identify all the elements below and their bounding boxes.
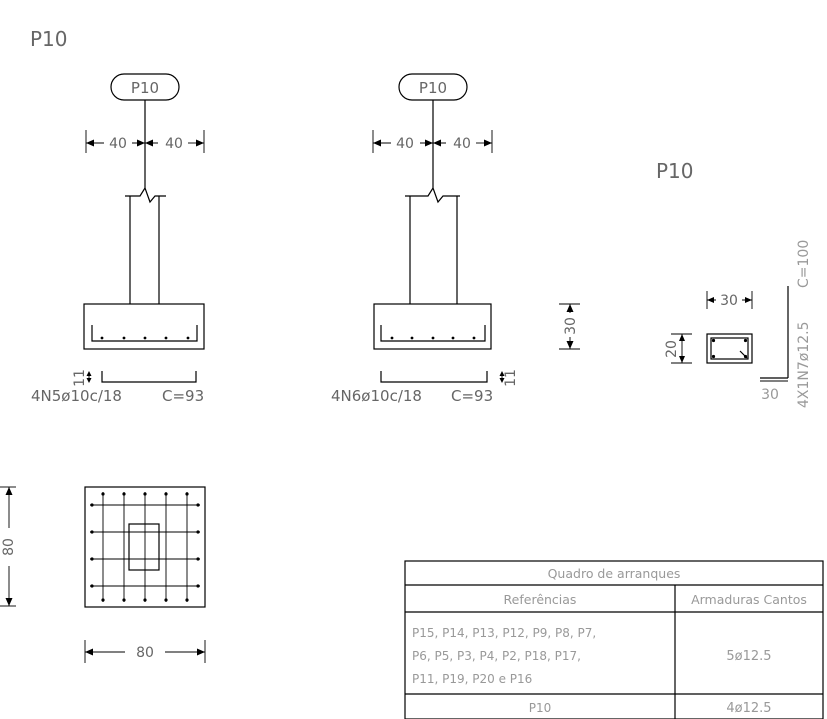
cover-dimension: 11	[72, 369, 92, 387]
starter-bars-table: Quadro de arranques Referências Armadura…	[404, 560, 824, 719]
elevation-middle: P10 40 40 11	[331, 73, 519, 405]
row-1-bars: 5ø12.5	[726, 649, 771, 664]
row-1-refs-line-2: P6, P5, P3, P4, P2, P18, P17,	[412, 649, 581, 663]
rebar-label: 4N5ø10c/18	[31, 387, 122, 405]
dim-right: 40	[453, 136, 471, 152]
width-dimension: 40 40	[85, 130, 205, 153]
section-right: P10 30 20 30 4X1N7ø12.5 C=100	[656, 159, 812, 408]
cover-dimension: 11	[499, 369, 519, 387]
header-corner-bars: Armaduras Cantos	[691, 592, 807, 607]
section-height: 20	[664, 340, 680, 358]
footing-height-dimension: 30	[559, 303, 580, 350]
row-1-refs-line-3: P11, P19, P20 e P16	[412, 672, 532, 686]
rebar-label: 4N6ø10c/18	[331, 387, 422, 405]
column-tag: P10	[131, 79, 159, 97]
header-references: Referências	[504, 592, 577, 607]
rebar-length: C=93	[162, 387, 204, 405]
section-width: 30	[720, 293, 738, 309]
bar-horizontal-length: 30	[761, 387, 779, 403]
column-tag: P10	[419, 79, 447, 97]
column-plan	[128, 523, 160, 571]
row-2-refs: P10	[529, 701, 552, 715]
section-title: P10	[656, 159, 694, 183]
row-1-refs-line-1: P15, P14, P13, P12, P9, P8, P7,	[412, 626, 596, 640]
plan-side-dim: 80	[1, 538, 17, 556]
dim-left: 40	[396, 136, 414, 152]
drawing-title: P10	[30, 27, 68, 51]
row-2-bars: 4ø12.5	[726, 701, 771, 716]
column-section	[706, 333, 753, 364]
height-value: 30	[563, 317, 579, 335]
width-dimension: 40 40	[372, 130, 493, 153]
bar-length: C=100	[796, 240, 812, 288]
plan-bottom-dim: 80	[136, 645, 154, 661]
rebar-length: C=93	[451, 387, 493, 405]
footing	[373, 303, 492, 350]
table-title: Quadro de arranques	[548, 566, 681, 581]
elevation-left: P10 40 40	[31, 73, 205, 405]
bar-label: 4X1N7ø12.5	[796, 321, 812, 408]
dim-right: 40	[165, 136, 183, 152]
footing-plan: 80	[0, 486, 206, 663]
dim-left: 40	[109, 136, 127, 152]
cover-value: 11	[503, 369, 519, 387]
cover-value: 11	[72, 369, 88, 387]
footing	[83, 303, 205, 350]
